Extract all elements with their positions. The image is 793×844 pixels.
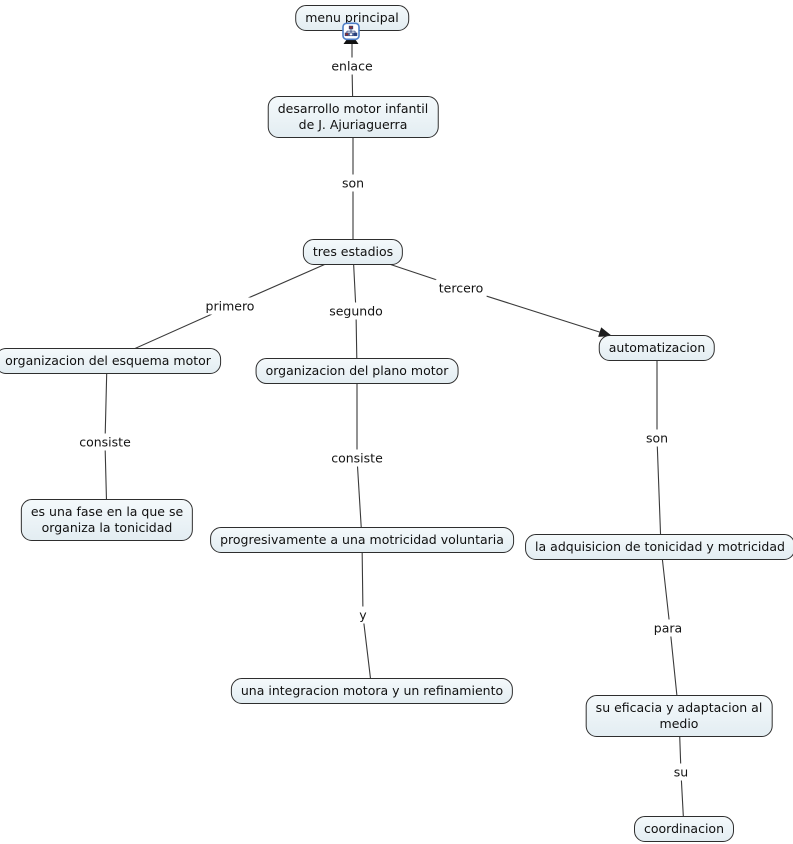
link-label-consiste-mid[interactable]: consiste [328,449,386,467]
link-label-son-top[interactable]: son [338,174,368,192]
node-organizacion-plano-motor[interactable]: organizacion del plano motor [255,358,459,384]
node-eficacia-adaptacion[interactable]: su eficacia y adaptacion al medio [585,695,773,737]
node-tres-estadios[interactable]: tres estadios [302,239,404,265]
link-label-enlace[interactable]: enlace [328,57,376,75]
link-label-segundo[interactable]: segundo [326,302,386,320]
node-organizacion-esquema-motor[interactable]: organizacion del esquema motor [0,348,221,374]
link-label-y[interactable]: y [356,606,370,624]
node-motricidad-voluntaria[interactable]: progresivamente a una motricidad volunta… [210,527,514,553]
node-coordinacion[interactable]: coordinacion [634,816,734,842]
link-label-son-right[interactable]: son [642,429,672,447]
node-desarrollo-motor-infantil[interactable]: desarrollo motor infantil de J. Ajuriagu… [267,96,439,138]
node-fase-tonicidad[interactable]: es una fase en la que se organiza la ton… [20,499,194,541]
link-label-su[interactable]: su [670,763,692,781]
linked-cmap-icon[interactable] [340,22,362,46]
connector-automatizacion-adquisicion [656,348,662,548]
node-integracion-motora[interactable]: una integracion motora y un refinamiento [230,678,514,704]
link-label-primero[interactable]: primero [202,297,258,315]
node-automatizacion[interactable]: automatizacion [598,335,716,361]
node-adquisicion-tonicidad[interactable]: la adquisicion de tonicidad y motricidad [525,534,793,560]
link-label-tercero[interactable]: tercero [435,279,487,297]
linked-cmap-icon-glyph [342,22,360,44]
link-label-consiste-left[interactable]: consiste [76,433,134,451]
link-label-para[interactable]: para [650,619,686,637]
